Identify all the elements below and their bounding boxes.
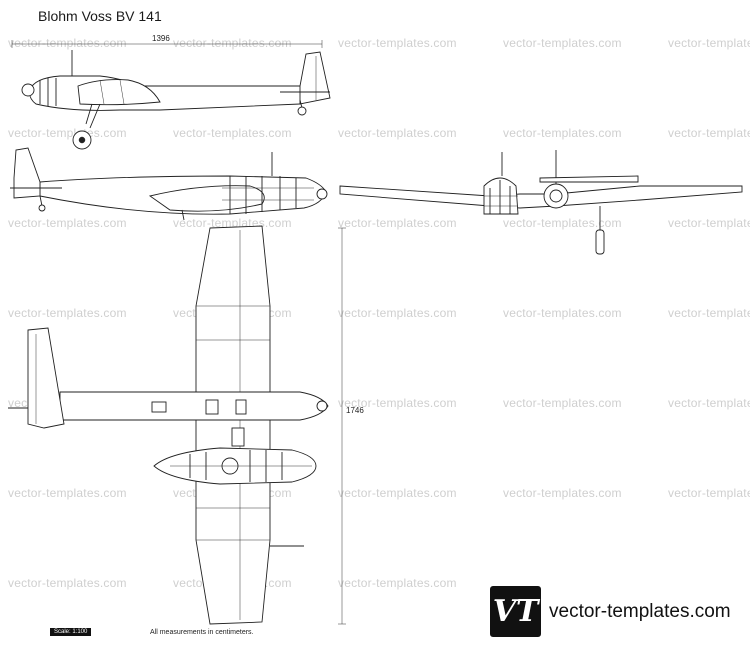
watermark-text: vector-templates.com: [503, 486, 622, 500]
watermark-text: vector-templates.com: [503, 216, 622, 230]
watermark-text: vector-templates.com: [8, 576, 127, 590]
watermark-text: vector-templates.com: [503, 396, 622, 410]
watermark-text: vector-templates.com: [8, 126, 127, 140]
length-dimension-label: 1396: [152, 34, 170, 43]
watermark-text: vector-templates.com: [338, 126, 457, 140]
side-view-nacelle: [10, 147, 328, 221]
watermark-text: vector-templates.com: [338, 306, 457, 320]
front-view: [339, 150, 743, 255]
watermark-text: vector-templates.com: [668, 216, 750, 230]
watermark-text: vector-templates.com: [503, 36, 622, 50]
watermark-text: vector-templates.com: [8, 216, 127, 230]
watermark-text: vector-templates.com: [338, 576, 457, 590]
watermark-text: vector-templates.com: [668, 126, 750, 140]
watermark-text: vector-templates.com: [8, 306, 127, 320]
watermark-text: vector-templates.com: [338, 396, 457, 410]
watermark-text: vector-templates.com: [668, 396, 750, 410]
top-view: [8, 225, 329, 625]
watermark-text: vector-templates.com: [173, 36, 292, 50]
watermark-text: vector-templates.com: [668, 486, 750, 500]
brand-logo-mark: VT: [490, 586, 541, 637]
measurement-note: All measurements in centimeters.: [150, 629, 254, 636]
watermark-text: vector-templates.com: [668, 36, 750, 50]
watermark-text: vector-templates.com: [8, 486, 127, 500]
span-dimension-label: 1746: [346, 406, 364, 415]
watermark-text: vector-templates.com: [338, 216, 457, 230]
side-view-boom: [21, 50, 331, 150]
length-dimension-line: [11, 40, 323, 48]
watermark-text: vector-templates.com: [503, 126, 622, 140]
watermark-text: vector-templates.com: [8, 36, 127, 50]
brand-logo-text[interactable]: vector-templates.com: [549, 601, 731, 622]
watermark-text: vector-templates.com: [338, 36, 457, 50]
watermark-text: vector-templates.com: [503, 306, 622, 320]
watermark-text: vector-templates.com: [338, 486, 457, 500]
span-dimension-line: [338, 227, 346, 625]
watermark-text: vector-templates.com: [668, 306, 750, 320]
watermark-text: vector-templates.com: [173, 126, 292, 140]
scale-badge: Scale: 1:100: [50, 628, 92, 636]
page-title: Blohm Voss BV 141: [38, 8, 162, 24]
